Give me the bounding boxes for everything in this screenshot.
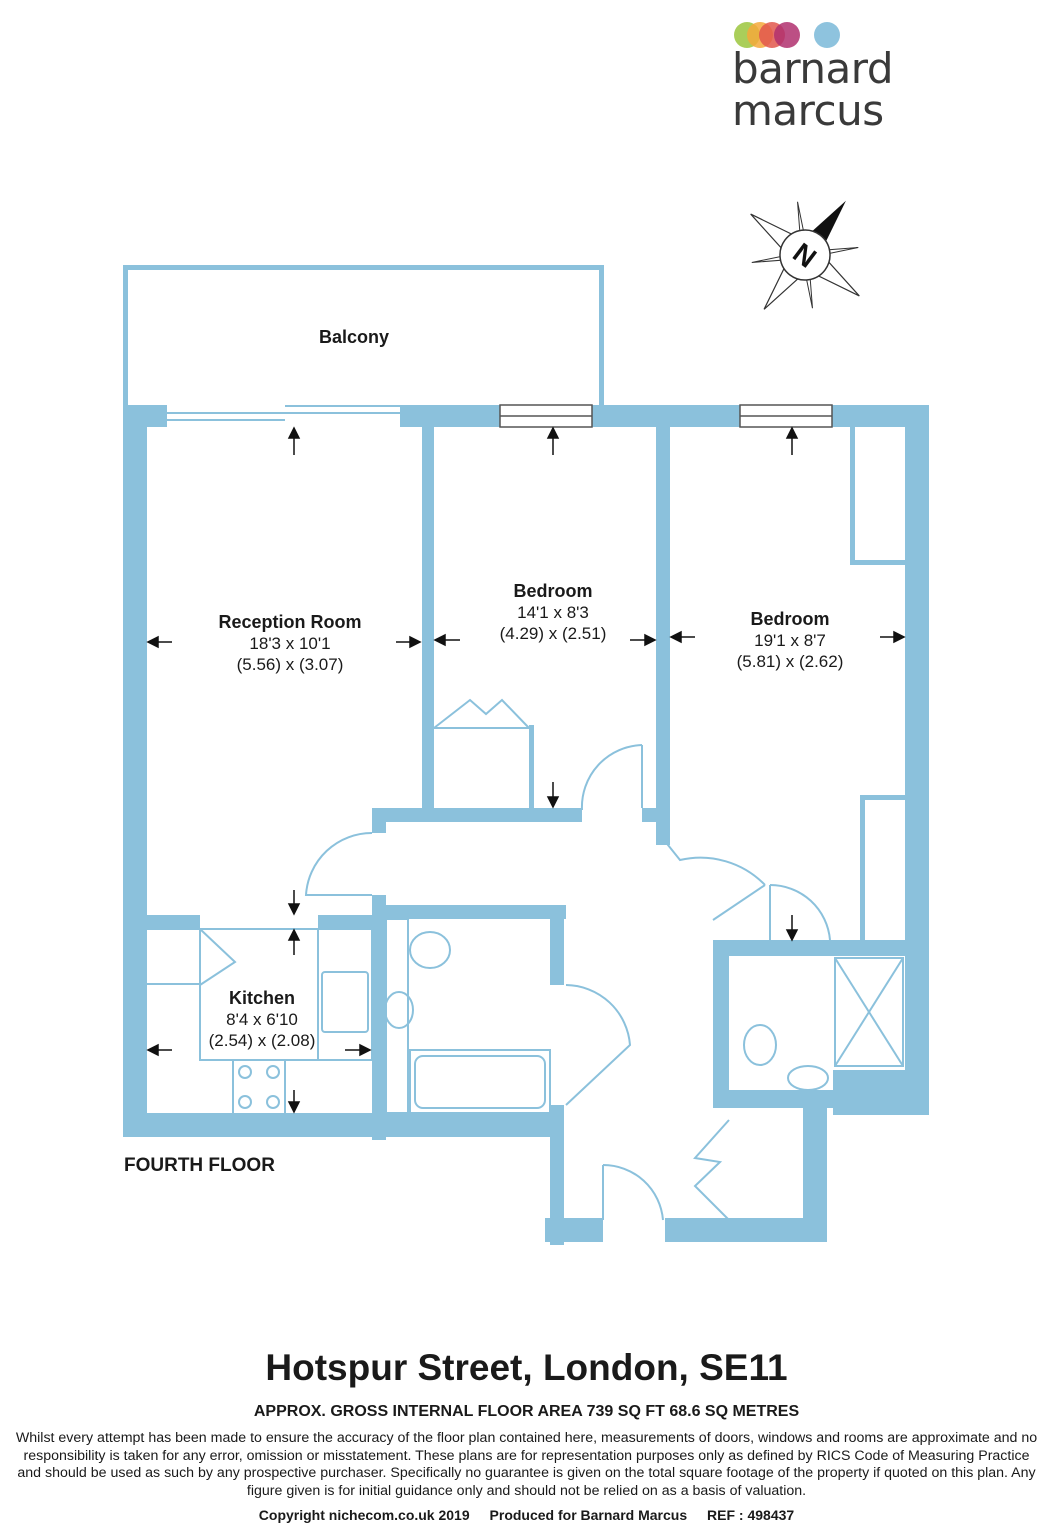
bedroom-1-metric: (4.29) x (2.51)	[499, 624, 607, 643]
room-label-reception: Reception Room 18'3 x 10'1 (5.56) x (3.0…	[180, 611, 400, 675]
floor-label: FOURTH FLOOR	[124, 1155, 275, 1176]
kitchen-metric: (2.54) x (2.08)	[208, 1031, 316, 1050]
walls	[123, 265, 929, 1245]
brand-logo-dots	[734, 22, 840, 48]
disclaimer: Whilst every attempt has been made to en…	[15, 1430, 1038, 1499]
door-swings	[144, 698, 831, 1221]
floor-area: APPROX. GROSS INTERNAL FLOOR AREA 739 SQ…	[253, 1403, 800, 1420]
room-label-kitchen: Kitchen 8'4 x 6'10 (2.54) x (2.08)	[172, 987, 352, 1051]
balcony-name: Balcony	[318, 327, 390, 347]
bedroom-2-metric: (5.81) x (2.62)	[736, 652, 844, 671]
reception-name: Reception Room	[218, 612, 362, 632]
floor-plan: N	[123, 200, 929, 1245]
footer: Copyright nichecom.co.uk 2019 Produced f…	[0, 1507, 1053, 1523]
reception-imperial: 18'3 x 10'1	[249, 634, 331, 653]
brand-name: barnard marcus	[732, 44, 893, 135]
bedroom-1-name: Bedroom	[513, 581, 593, 601]
compass-icon	[750, 200, 860, 310]
property-title: Hotspur Street, London, SE11	[265, 1347, 788, 1388]
room-label-bedroom-1: Bedroom 14'1 x 8'3 (4.29) x (2.51)	[443, 580, 663, 644]
windows	[499, 404, 833, 428]
balcony-door	[167, 405, 400, 421]
bedroom-2-name: Bedroom	[750, 609, 830, 629]
dimension-arrows	[146, 426, 906, 1114]
bedroom-1-imperial: 14'1 x 8'3	[517, 603, 589, 622]
kitchen-imperial: 8'4 x 6'10	[226, 1010, 298, 1029]
reception-metric: (5.56) x (3.07)	[236, 655, 344, 674]
footer-copyright: Copyright nichecom.co.uk 2019	[258, 1507, 470, 1523]
fixtures	[199, 918, 904, 1116]
footer-produced: Produced for Barnard Marcus	[489, 1507, 688, 1523]
room-label-balcony: Balcony	[254, 326, 454, 348]
kitchen-name: Kitchen	[228, 988, 295, 1008]
bedroom-2-imperial: 19'1 x 8'7	[754, 631, 826, 650]
room-label-bedroom-2: Bedroom 19'1 x 8'7 (5.81) x (2.62)	[680, 608, 900, 672]
footer-ref: REF : 498437	[707, 1507, 795, 1523]
